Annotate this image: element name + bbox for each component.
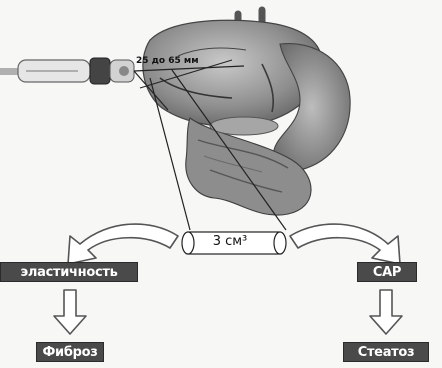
fibrosis-box: Фиброз: [36, 342, 104, 362]
probe-collar: [90, 58, 110, 84]
depth-label: 25 до 65 мм: [136, 54, 256, 68]
pancreas: [210, 117, 278, 135]
probe-cable: [0, 68, 18, 75]
liver-illustration: [143, 10, 350, 215]
down-arrow-right: [370, 290, 402, 334]
curved-arrow-right: [290, 224, 400, 264]
steatosis-box: Стеатоз: [343, 342, 429, 362]
down-arrow-left: [54, 290, 86, 334]
probe-lens: [119, 66, 129, 76]
volume-label: 3 см³: [190, 231, 270, 253]
elasticity-box: эластичность: [0, 262, 138, 282]
ultrasound-probe: [0, 58, 134, 84]
cap-box: CAP: [357, 262, 417, 282]
curved-arrow-left: [68, 224, 178, 264]
